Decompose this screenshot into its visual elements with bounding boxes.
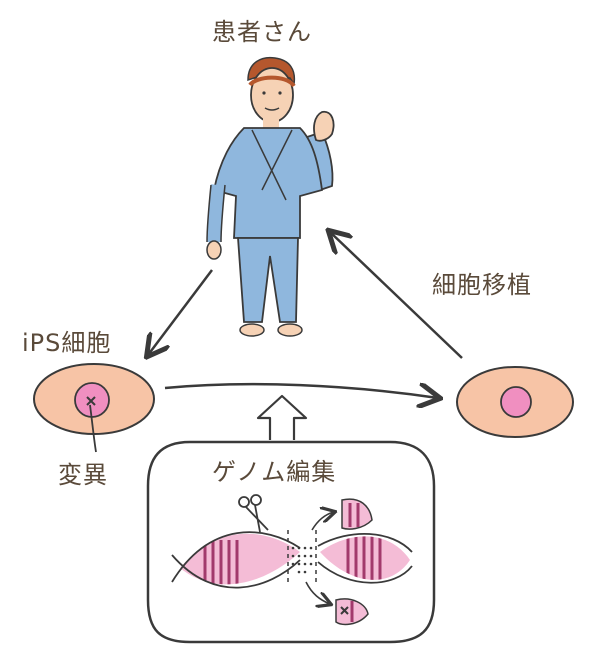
dna-removed-piece: [305, 581, 369, 626]
patient-gown: [212, 127, 323, 239]
dna-right-strand: [317, 532, 413, 584]
mutation-label: 変異: [58, 461, 108, 489]
patient-figure: [206, 56, 335, 337]
cell-transplant-label: 細胞移植: [432, 271, 532, 299]
dna-left-strand: [171, 531, 301, 589]
scissors-icon: [238, 494, 269, 533]
dna-insert-piece: [311, 498, 373, 531]
patient-pants: [237, 237, 299, 323]
dna-cut-section: [291, 546, 313, 574]
arrow-transplant-to-patient: [330, 232, 463, 359]
up-arrow-icon: [256, 394, 308, 440]
arrow-patient-to-ips: [148, 269, 213, 355]
mutation-x-icon: [86, 396, 96, 406]
arrow-edit-to-corrected: [164, 384, 438, 398]
genome-editing-label: ゲノム編集: [212, 458, 337, 486]
mutation-pointer: [89, 404, 97, 453]
genome-editing-box: [146, 440, 436, 644]
patient-label: 患者さん: [212, 18, 312, 46]
ips-cell: [33, 363, 155, 453]
corrected-cell: [456, 366, 574, 438]
ips-cell-label: iPS細胞: [22, 329, 112, 357]
